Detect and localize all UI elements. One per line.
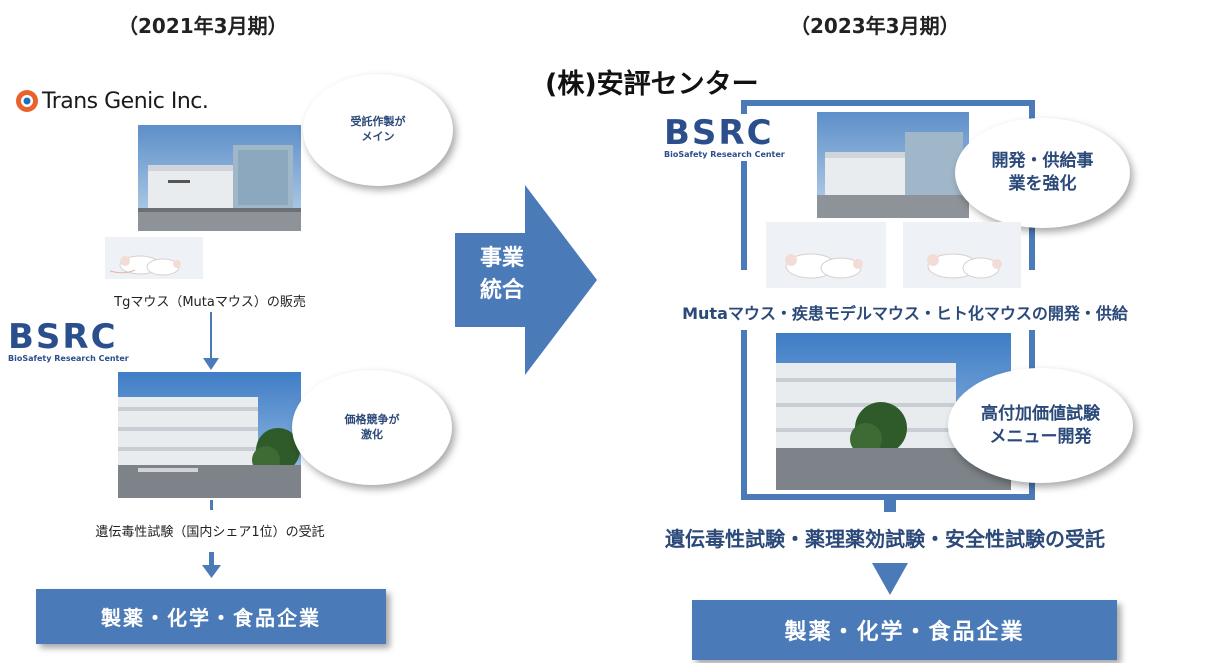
left-arrow-stem	[209, 552, 214, 566]
right-bsrc-logo: BSRC BioSafety Research Center	[662, 114, 787, 161]
right-period-title: （2023年3月期）	[790, 14, 960, 38]
left-connector-arrowhead	[203, 358, 219, 370]
left-period-title: （2021年3月期）	[118, 14, 288, 38]
right-down-arrow	[872, 563, 908, 595]
left-bsrc-logo: BSRC BioSafety Research Center	[8, 320, 129, 363]
transgenic-logo-text: Trans Genic Inc.	[42, 88, 209, 114]
right-bottom-bar: 製薬・化学・食品企業	[692, 600, 1117, 660]
left-bottom-bar: 製薬・化学・食品企業	[36, 589, 386, 644]
mouse-photo-right-1	[766, 222, 886, 288]
right-bsrc-logo-text: BSRC	[664, 113, 774, 153]
right-bubble-top: 開発・供給事 業を強化	[955, 118, 1130, 228]
transgenic-logo-icon	[16, 90, 38, 112]
left-connector-line-2	[210, 500, 213, 510]
integration-arrow	[455, 185, 597, 375]
right-caption-mouse: Mutaマウス・疾患モデルマウス・ヒト化マウスの開発・供給	[682, 304, 1128, 323]
left-bubble-mid: 価格競争が 激化	[292, 370, 452, 485]
right-caption-test: 遺伝毒性試験・薬理薬効試験・安全性試験の受託	[665, 527, 1105, 551]
mouse-photo	[105, 237, 203, 279]
left-caption-test: 遺伝毒性試験（国内シェア1位）の受託	[95, 525, 325, 540]
integration-arrow-label: 事業 統合	[479, 246, 524, 303]
left-connector-line	[210, 312, 212, 362]
transgenic-building-photo-right	[817, 112, 969, 218]
right-bubble-mid: 高付加価値試験 メニュー開発	[948, 368, 1133, 483]
right-bsrc-logo-sub: BioSafety Research Center	[664, 150, 785, 159]
right-company-title: (株)安評センター	[545, 69, 759, 100]
bsrc-building-photo-left	[118, 372, 301, 498]
left-bsrc-logo-sub: BioSafety Research Center	[8, 354, 129, 363]
left-down-arrow	[202, 565, 221, 578]
left-bubble-top: 受託作製が メイン	[303, 74, 453, 186]
transgenic-building-photo	[138, 125, 301, 231]
transgenic-logo: Trans Genic Inc.	[14, 88, 209, 114]
right-connector-line	[884, 500, 896, 512]
mouse-photo-right-2	[903, 222, 1021, 288]
left-caption-mouse: Tgマウス（Mutaマウス）の販売	[114, 295, 306, 310]
left-bsrc-logo-text: BSRC	[8, 317, 118, 357]
